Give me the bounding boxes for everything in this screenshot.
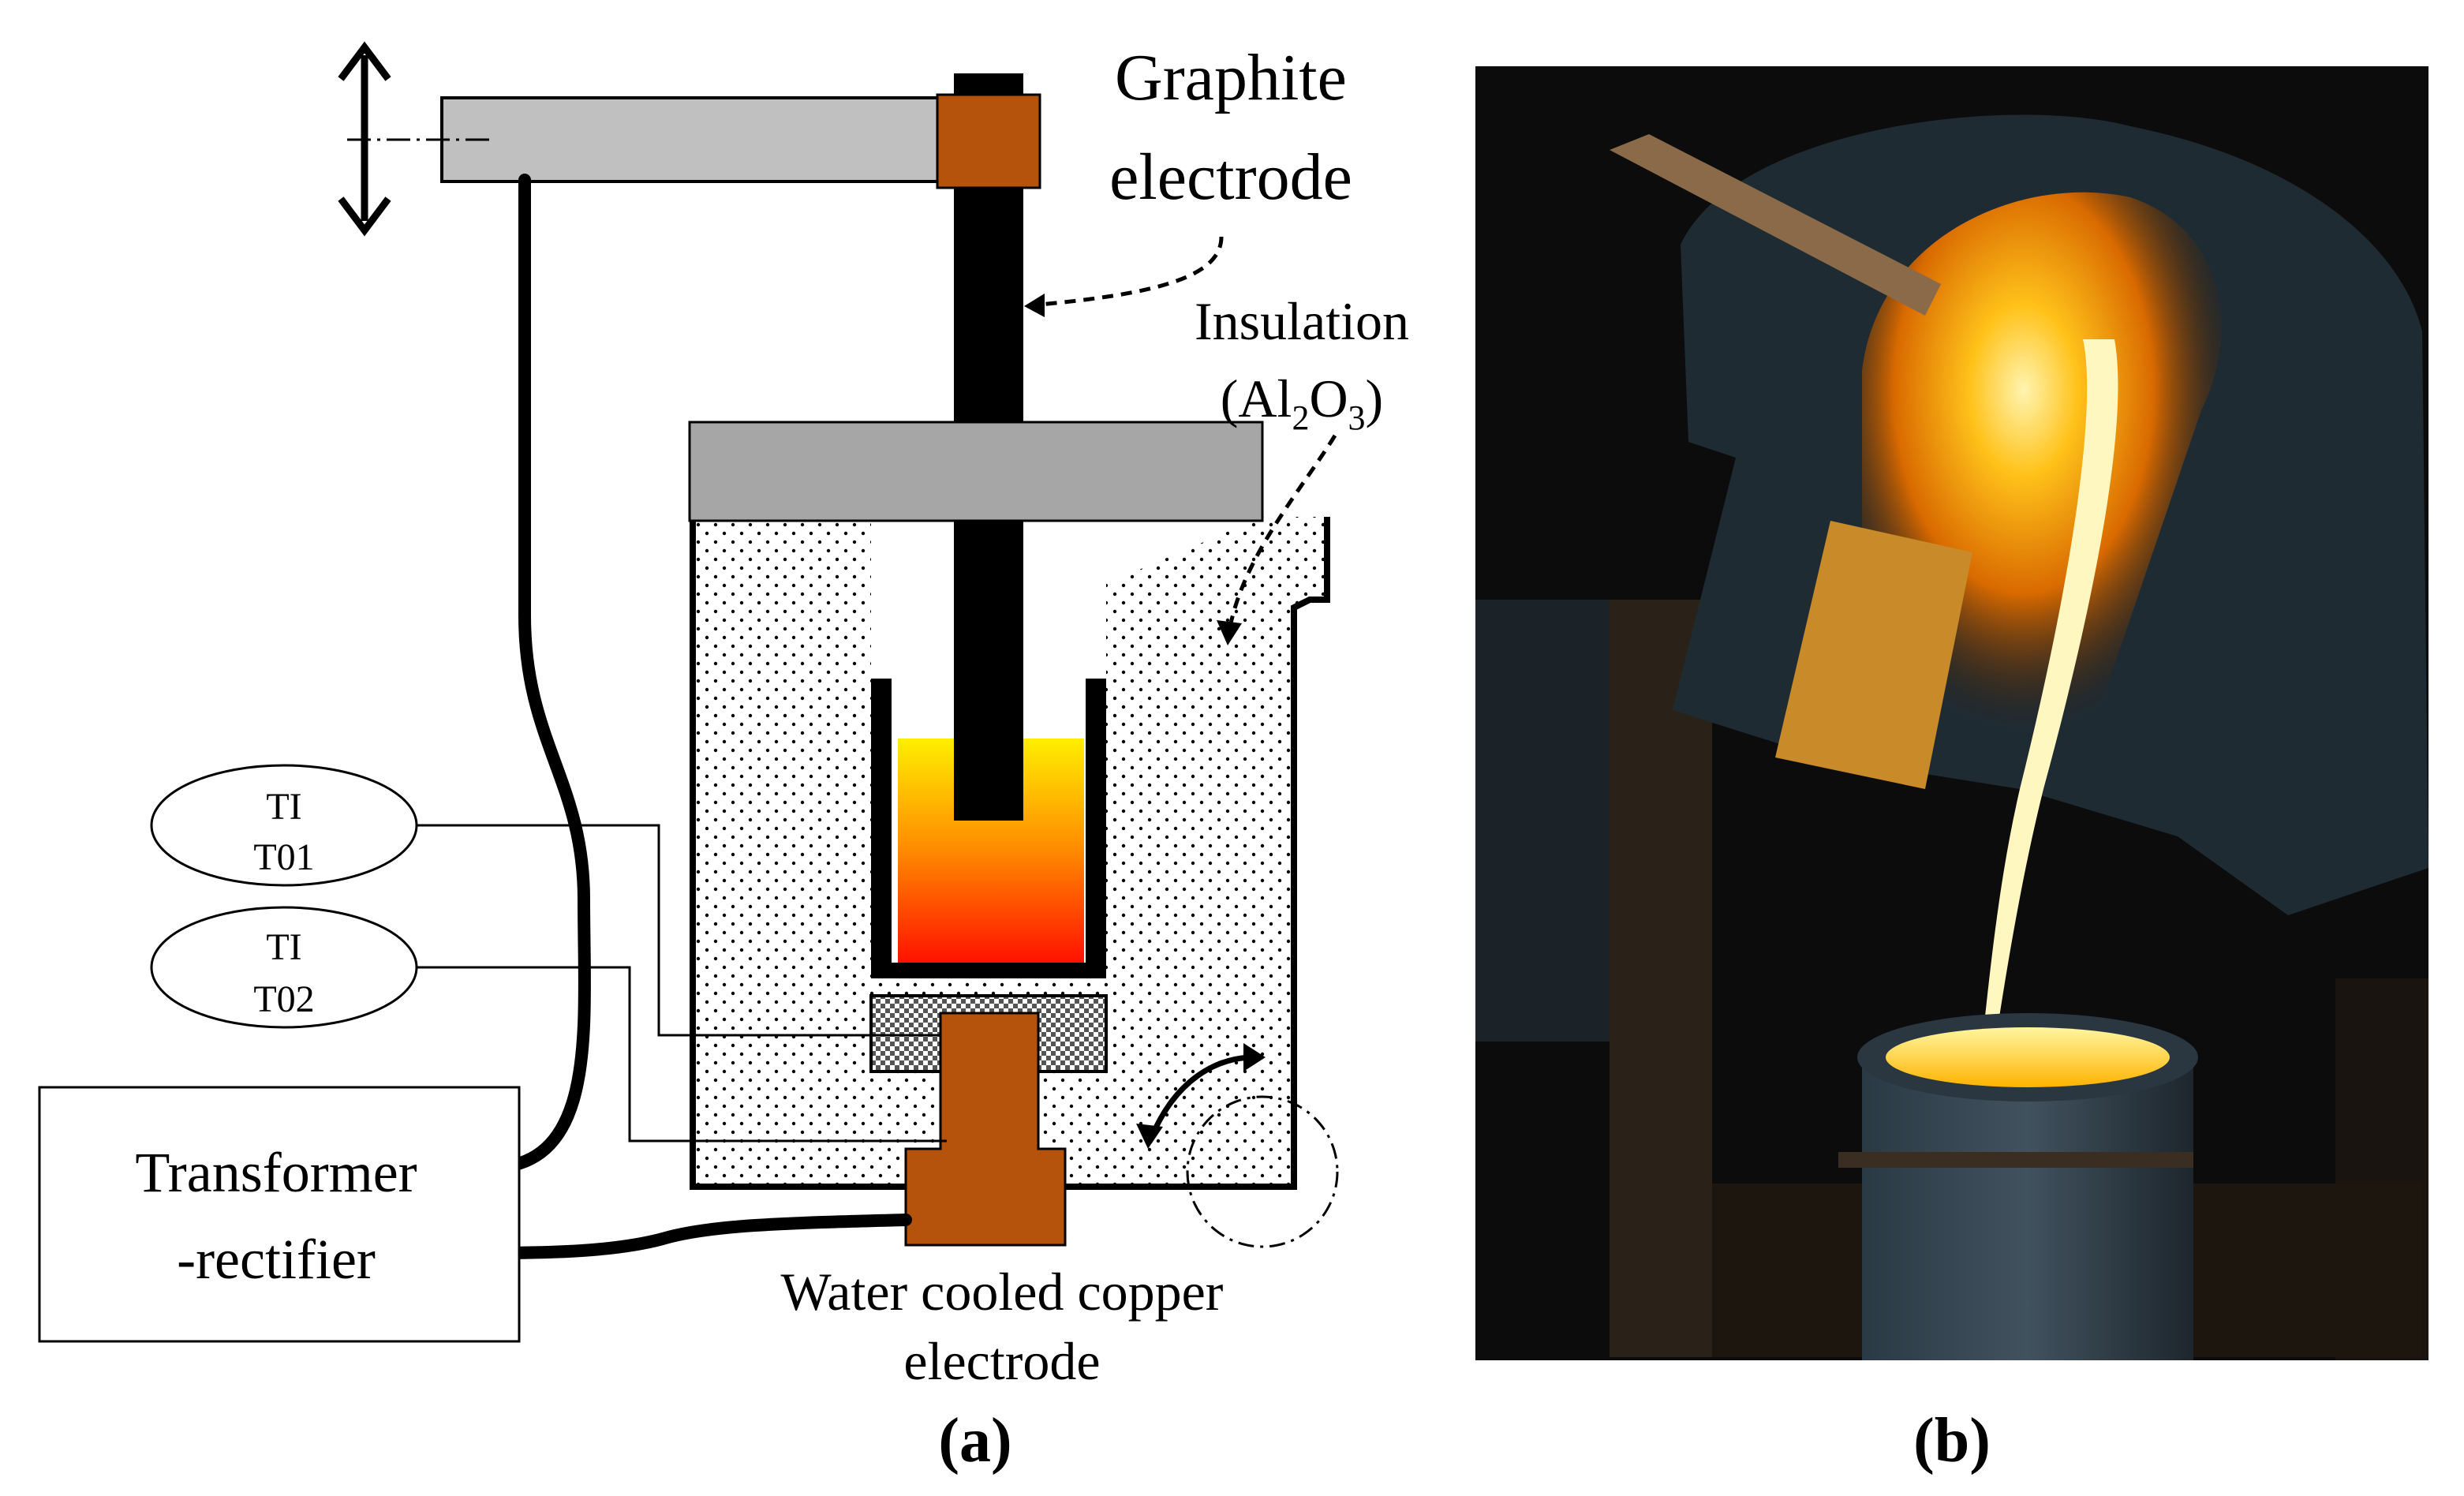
water-flow-arrowhead-left <box>1136 1124 1163 1149</box>
ti-t02-top-label: TI <box>266 926 301 968</box>
panel-a-diagram: TI T01 TI T02 Transformer -rectifier Gra… <box>38 41 1409 1475</box>
photo-ladle-handle <box>1838 1152 2193 1168</box>
insulation-callout-arrow <box>1228 434 1337 624</box>
electrode-holder-arm <box>440 96 948 183</box>
upper-power-cable <box>483 174 591 1174</box>
ti-t01-indicator <box>150 764 418 887</box>
transformer-rectifier-box <box>38 1086 521 1343</box>
lower-power-cable <box>483 1214 912 1259</box>
insulation-label-line2: (Al2O3) <box>1221 368 1383 437</box>
ti-t02-indicator <box>150 906 418 1029</box>
graphite-label-line1: Graphite <box>1115 41 1347 114</box>
panel-a-label: (a) <box>938 1406 1011 1475</box>
graphite-callout-arrowhead <box>1024 294 1045 317</box>
graphite-label-line2: electrode <box>1109 140 1352 214</box>
detail-circle <box>1186 1095 1339 1248</box>
water-flow-arrowhead-right <box>1243 1043 1266 1072</box>
photo-pouring-rod <box>1610 134 1941 316</box>
ti-t02-bottom-label: T02 <box>253 978 314 1020</box>
photo-glowing-block <box>1775 521 1972 789</box>
ti-t01-top-label: TI <box>266 786 301 828</box>
furnace-outline <box>690 505 1330 1190</box>
water-flow-arrow <box>1149 1054 1255 1138</box>
copper-label-line1: Water cooled copper <box>781 1262 1224 1322</box>
photo-molten-stream <box>1980 339 2118 1057</box>
vertical-movement-arrow <box>338 41 391 237</box>
electrode-clamp <box>936 93 1041 189</box>
transformer-label-line2: -rectifier <box>177 1228 376 1291</box>
graphite-electrode-tip <box>954 710 1023 821</box>
thermocouple-t02-wire <box>417 966 947 1143</box>
ti-t01-bottom-label: T01 <box>253 836 314 878</box>
insulation-label-line1: Insulation <box>1195 291 1409 351</box>
insulation-callout-arrowhead <box>1217 620 1242 645</box>
panel-b-photo <box>1475 66 2428 1360</box>
transformer-label-line1: Transformer <box>135 1141 417 1204</box>
photo-support-column <box>1610 600 1712 1357</box>
insulation-lid <box>688 421 1264 522</box>
thermocouple-t01-wire <box>417 824 940 1037</box>
copper-bottom-electrode <box>904 1012 1067 1247</box>
photo-ladle-molten-surface <box>1886 1027 2170 1087</box>
copper-label-line2: electrode <box>903 1331 1100 1391</box>
panel-b-label: (b) <box>1913 1406 1991 1475</box>
